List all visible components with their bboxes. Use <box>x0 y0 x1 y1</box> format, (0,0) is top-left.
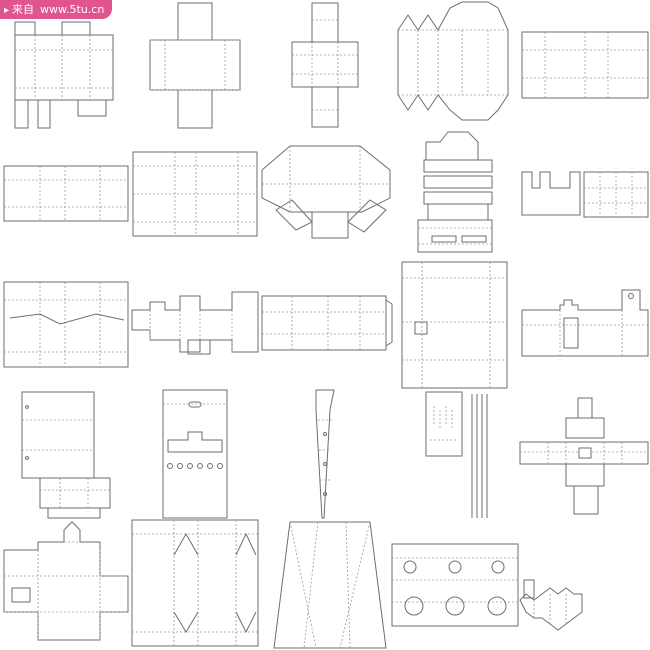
watermark-source-label: 来自 <box>12 3 35 16</box>
box-template-1-5 <box>521 31 649 99</box>
chevron-right-icon: ▸ <box>4 5 10 16</box>
box-template-1-3 <box>291 2 359 128</box>
box-template-1-2 <box>149 2 241 129</box>
box-template-5-5 <box>519 579 583 631</box>
box-template-2-4 <box>417 131 493 253</box>
watermark-badge: ▸来自 www.5tu.cn <box>0 0 113 19</box>
box-template-5-1 <box>3 521 129 641</box>
box-template-4-4 <box>425 391 463 457</box>
box-template-3-5 <box>521 289 649 357</box>
box-template-4-5 <box>471 394 488 518</box>
box-template-5-3 <box>273 521 387 649</box>
box-template-2-3 <box>261 145 391 239</box>
box-template-5-4 <box>391 543 519 627</box>
box-template-4-1 <box>21 391 111 519</box>
watermark-site-text: www.5tu.cn <box>40 3 105 16</box>
box-template-3-4 <box>401 261 508 389</box>
box-template-5-2 <box>131 519 259 647</box>
box-template-3-1 <box>3 281 129 368</box>
box-template-1-1 <box>14 21 114 129</box>
box-template-1-4 <box>397 1 509 121</box>
box-template-2-5 <box>521 171 649 218</box>
box-template-4-3 <box>315 389 335 519</box>
box-template-2-2 <box>132 151 258 237</box>
box-template-3-3 <box>261 295 393 351</box>
box-template-3-2 <box>131 291 259 355</box>
box-template-4-6 <box>519 397 649 515</box>
box-template-4-2 <box>162 389 228 519</box>
box-template-2-1 <box>3 165 129 222</box>
